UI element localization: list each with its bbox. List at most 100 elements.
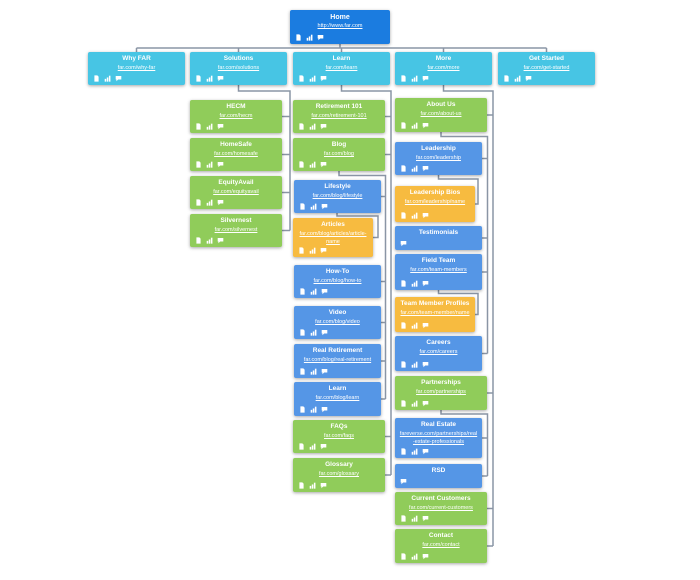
- bar-chart-icon[interactable]: [206, 199, 213, 206]
- node-url-link[interactable]: far.com/blog/video: [315, 318, 360, 325]
- page-icon[interactable]: [400, 122, 407, 129]
- node-url-link[interactable]: far.com/glossary: [318, 470, 360, 477]
- node-hecm[interactable]: HECM far.com/hecm: [190, 100, 282, 133]
- page-icon[interactable]: [400, 361, 407, 368]
- page-icon[interactable]: [400, 212, 407, 219]
- node-url-link[interactable]: far.com/more: [427, 64, 460, 71]
- node-url-link[interactable]: far.com/about-us: [420, 110, 462, 117]
- bar-chart-icon[interactable]: [310, 406, 317, 413]
- comment-icon[interactable]: [422, 515, 429, 522]
- bar-chart-icon[interactable]: [411, 553, 418, 560]
- bar-chart-icon[interactable]: [309, 247, 316, 254]
- page-icon[interactable]: [298, 161, 305, 168]
- node-testimonials[interactable]: Testimonials: [395, 226, 482, 250]
- node-lifestyle[interactable]: Lifestyle far.com/blog/lifestyle: [294, 180, 381, 213]
- node-url-link[interactable]: far.com/team-members: [410, 266, 467, 273]
- bar-chart-icon[interactable]: [309, 443, 316, 450]
- comment-icon[interactable]: [422, 361, 429, 368]
- node-about-us[interactable]: About Us far.com/about-us: [395, 98, 487, 132]
- bar-chart-icon[interactable]: [309, 75, 316, 82]
- node-careers[interactable]: Careers far.com/careers: [395, 336, 482, 371]
- bar-chart-icon[interactable]: [411, 322, 418, 329]
- node-url-link[interactable]: far.com/blog/learn: [315, 394, 360, 401]
- page-icon[interactable]: [400, 280, 407, 287]
- comment-icon[interactable]: [422, 448, 429, 455]
- node-url-link[interactable]: far.com/leadership/name: [404, 198, 466, 205]
- bar-chart-icon[interactable]: [411, 212, 418, 219]
- comment-icon[interactable]: [400, 478, 407, 485]
- node-url-link[interactable]: far.com/why-far: [117, 64, 156, 71]
- bar-chart-icon[interactable]: [514, 75, 521, 82]
- bar-chart-icon[interactable]: [411, 165, 418, 172]
- comment-icon[interactable]: [320, 161, 327, 168]
- node-faqs[interactable]: FAQs far.com/faqs: [293, 420, 385, 453]
- node-learn[interactable]: Learn far.com/learn: [293, 52, 390, 85]
- node-get-started[interactable]: Get Started far.com/get-started: [498, 52, 595, 85]
- page-icon[interactable]: [299, 329, 306, 336]
- node-solutions[interactable]: Solutions far.com/solutions: [190, 52, 287, 85]
- comment-icon[interactable]: [422, 165, 429, 172]
- comment-icon[interactable]: [422, 75, 429, 82]
- node-glossary[interactable]: Glossary far.com/glossary: [293, 458, 385, 492]
- node-real-estate[interactable]: Real Estate fareverse.com/partnerships/r…: [395, 418, 482, 458]
- page-icon[interactable]: [195, 161, 202, 168]
- comment-icon[interactable]: [115, 75, 122, 82]
- page-icon[interactable]: [295, 34, 302, 41]
- bar-chart-icon[interactable]: [310, 203, 317, 210]
- comment-icon[interactable]: [320, 75, 327, 82]
- node-url-link[interactable]: far.com/blog/lifestyle: [312, 192, 363, 199]
- bar-chart-icon[interactable]: [206, 161, 213, 168]
- node-video[interactable]: Video far.com/blog/video: [294, 306, 381, 339]
- comment-icon[interactable]: [217, 161, 224, 168]
- page-icon[interactable]: [400, 75, 407, 82]
- bar-chart-icon[interactable]: [309, 161, 316, 168]
- node-url-link[interactable]: far.com/retirement-101: [311, 112, 367, 119]
- node-homesafe[interactable]: HomeSafe far.com/homesafe: [190, 138, 282, 171]
- comment-icon[interactable]: [422, 322, 429, 329]
- comment-icon[interactable]: [321, 368, 328, 375]
- bar-chart-icon[interactable]: [411, 400, 418, 407]
- comment-icon[interactable]: [400, 240, 407, 247]
- comment-icon[interactable]: [320, 123, 327, 130]
- page-icon[interactable]: [298, 123, 305, 130]
- node-contact[interactable]: Contact far.com/contact: [395, 529, 487, 563]
- node-url-link[interactable]: far.com/blog/articles/article-name: [299, 230, 367, 245]
- bar-chart-icon[interactable]: [206, 237, 213, 244]
- comment-icon[interactable]: [321, 288, 328, 295]
- page-icon[interactable]: [195, 237, 202, 244]
- node-url-link[interactable]: far.com/blog/real-retirement: [303, 356, 372, 363]
- comment-icon[interactable]: [525, 75, 532, 82]
- node-partnerships[interactable]: Partnerships far.com/partnerships: [395, 376, 487, 410]
- node-why-far[interactable]: Why FAR far.com/why-far: [88, 52, 185, 85]
- bar-chart-icon[interactable]: [309, 482, 316, 489]
- comment-icon[interactable]: [217, 199, 224, 206]
- page-icon[interactable]: [299, 288, 306, 295]
- comment-icon[interactable]: [320, 482, 327, 489]
- node-url-link[interactable]: far.com/team-member/name: [400, 309, 470, 316]
- node-url-link[interactable]: far.com/leadership: [416, 154, 461, 161]
- bar-chart-icon[interactable]: [411, 515, 418, 522]
- node-url-link[interactable]: far.com/contact: [422, 541, 460, 548]
- comment-icon[interactable]: [422, 400, 429, 407]
- page-icon[interactable]: [299, 203, 306, 210]
- bar-chart-icon[interactable]: [306, 34, 313, 41]
- comment-icon[interactable]: [217, 75, 224, 82]
- bar-chart-icon[interactable]: [310, 288, 317, 295]
- page-icon[interactable]: [400, 400, 407, 407]
- bar-chart-icon[interactable]: [206, 75, 213, 82]
- node-url-link[interactable]: far.com/faqs: [324, 432, 354, 439]
- node-url-link[interactable]: far.com/careers: [419, 348, 458, 355]
- bar-chart-icon[interactable]: [411, 122, 418, 129]
- bar-chart-icon[interactable]: [411, 448, 418, 455]
- node-url-link[interactable]: far.com/silvernest: [214, 226, 258, 233]
- node-leadership-bios[interactable]: Leadership Bios far.com/leadership/name: [395, 186, 475, 222]
- node-equityavail[interactable]: EquityAvail far.com/equityavail: [190, 176, 282, 209]
- page-icon[interactable]: [195, 123, 202, 130]
- node-url-link[interactable]: far.com/blog/how-to: [313, 277, 362, 284]
- page-icon[interactable]: [195, 75, 202, 82]
- page-icon[interactable]: [400, 448, 407, 455]
- node-url-link[interactable]: far.com/solutions: [217, 64, 260, 71]
- node-url-link[interactable]: far.com/hecm: [219, 112, 253, 119]
- node-how-to[interactable]: How-To far.com/blog/how-to: [294, 265, 381, 298]
- bar-chart-icon[interactable]: [104, 75, 111, 82]
